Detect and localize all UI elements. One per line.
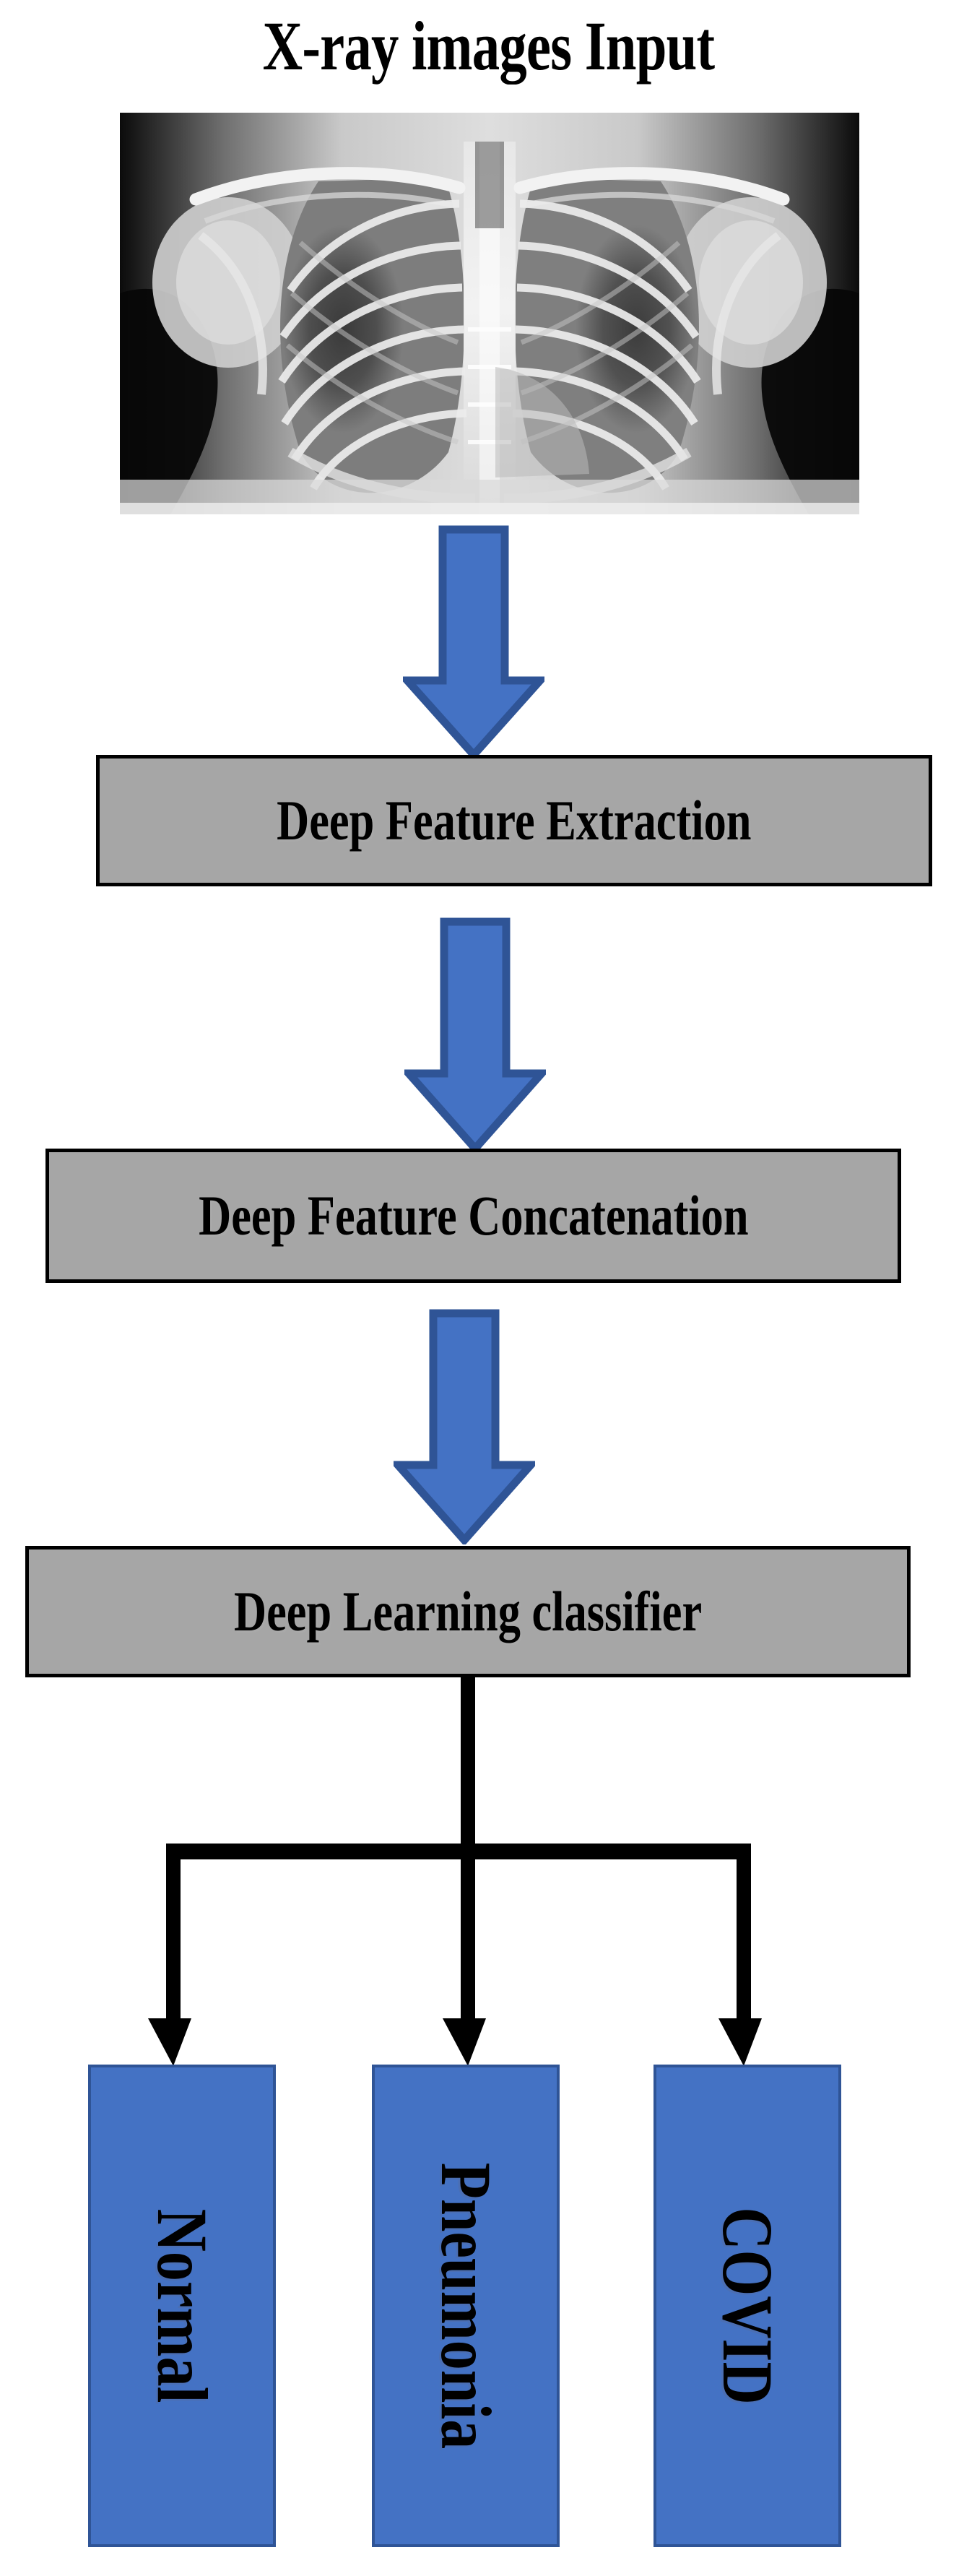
- stage-label-deep-learning-classifier: Deep Learning classifier: [233, 1580, 703, 1643]
- branch-connector-lines: [148, 1676, 762, 2066]
- output-box-normal[interactable]: Normal: [88, 2065, 276, 2547]
- stage-label-deep-feature-extraction: Deep Feature Extraction: [277, 789, 752, 852]
- output-box-covid[interactable]: COVID: [653, 2065, 841, 2547]
- down-block-arrow-icon-2: [404, 917, 546, 1153]
- page-title: X-ray images Input: [262, 7, 715, 85]
- output-label-pneumonia: Pneumonia: [426, 2162, 506, 2450]
- down-block-arrow-icon-3: [394, 1309, 535, 1544]
- branch-arrowhead-right: [718, 2018, 762, 2066]
- output-label-covid: COVID: [708, 2207, 788, 2405]
- down-arrow-shape-3: [394, 1309, 535, 1544]
- branch-connector: [0, 1676, 977, 2080]
- down-arrow-shape-2: [404, 917, 546, 1153]
- branch-arrowhead-left: [148, 2018, 191, 2066]
- stage-box-deep-learning-classifier[interactable]: Deep Learning classifier: [25, 1546, 911, 1677]
- chest-xray-image: [120, 113, 859, 514]
- down-block-arrow-icon-1: [403, 525, 544, 759]
- chest-xray-radiograph-graphic: [120, 113, 859, 514]
- down-arrow-shape-1: [403, 525, 544, 759]
- stage-box-deep-feature-concatenation[interactable]: Deep Feature Concatenation: [45, 1149, 901, 1283]
- branch-arrowhead-center: [443, 2018, 486, 2066]
- output-box-pneumonia[interactable]: Pneumonia: [372, 2065, 560, 2547]
- stage-box-deep-feature-extraction[interactable]: Deep Feature Extraction: [96, 755, 932, 886]
- stage-label-deep-feature-concatenation: Deep Feature Concatenation: [198, 1184, 749, 1247]
- output-label-normal: Normal: [142, 2208, 222, 2403]
